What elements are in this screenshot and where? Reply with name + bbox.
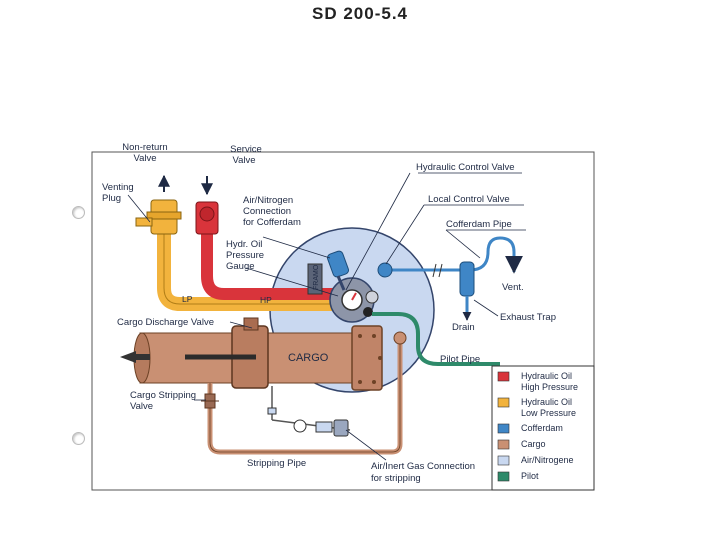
label-venting-1: Venting [102,182,134,193]
legend-swatch [497,371,510,382]
page-title: SD 200-5.4 [312,4,408,23]
label-hp: HP [260,295,272,305]
legend-label: Cargo [521,439,546,449]
label-pilot-pipe: Pilot Pipe [440,354,480,365]
legend-label: Air/Nitrogene [521,455,574,465]
label-local-control-valve: Local Control Valve [428,194,510,205]
local-control-valve-icon [377,262,393,278]
legend-label-2: Low Pressure [521,408,576,418]
pilot-pipe [372,312,500,366]
label-hydr-gauge-1: Hydr. Oil [226,239,262,250]
label-hydr-gauge-3: Gauge [226,261,255,272]
legend-item-hp: Hydraulic Oil High Pressure [497,371,578,392]
label-cargo-stripping-1: Cargo Stripping [130,390,196,401]
framo-label: FRAMO [313,264,320,290]
label-exhaust-trap: Exhaust Trap [500,312,556,323]
label-cargo-discharge-valve: Cargo Discharge Valve [117,317,214,328]
label-cargo-stripping-2: Valve [130,401,153,412]
legend-label: Hydraulic Oil [521,371,572,381]
label-cargo: CARGO [288,352,329,364]
label-air-inert-2: for stripping [371,473,421,484]
legend: Hydraulic Oil High Pressure Hydraulic Oi… [491,365,595,491]
service-valve [195,176,219,235]
label-stripping-pipe: Stripping Pipe [247,458,306,469]
legend-label-2: High Pressure [521,382,578,392]
label-hydraulic-control-valve: Hydraulic Control Valve [416,162,515,173]
vent-pipe [469,236,516,272]
label-vent: Vent. [502,282,524,293]
legend-swatch [497,471,510,482]
diagram-frame [91,151,595,491]
exhaust-trap [459,261,475,321]
hp-pipe [201,212,338,300]
label-service-1: Service [230,144,262,155]
legend-swatch [497,423,510,434]
air-nitrogen-connection-valve [327,250,349,291]
legend-item-lp: Hydraulic Oil Low Pressure [497,397,576,418]
binder-hole-bottom [72,432,85,445]
binder-hole-top [72,206,85,219]
legend-item-cargo: Cargo [497,439,546,450]
label-non-return-2: Valve [133,153,156,164]
air-inert-gas-connection [267,386,351,437]
label-air-nitrogen-2: Connection [243,206,291,217]
cargo-stripping-valve [201,393,219,409]
legend-item-pilot: Pilot [497,471,539,482]
framo-plate [307,263,323,295]
pump-head [329,277,379,323]
legend-label: Cofferdam [521,423,563,433]
label-air-nitrogen-1: Air/Nitrogen [243,195,293,206]
legend-swatch [497,397,510,408]
label-hydr-gauge-2: Pressure [226,250,264,261]
legend-swatch [497,439,510,450]
venting-plug [135,217,153,227]
label-drain: Drain [452,322,475,333]
legend-label: Hydraulic Oil [521,397,572,407]
label-non-return-1: Non-return [122,142,167,153]
legend-label: Pilot [521,471,539,481]
label-air-inert-1: Air/Inert Gas Connection [371,461,475,472]
legend-item-air: Air/Nitrogene [497,455,574,466]
lp-pipe-edge [163,212,338,305]
label-cofferdam-pipe: Cofferdam Pipe [446,219,512,230]
stripping-pipe-inlet [393,331,407,345]
legend-swatch [497,455,510,466]
label-lp: LP [182,294,193,304]
leader-lines [127,172,526,461]
label-venting-2: Plug [102,193,121,204]
non-return-valve [146,174,182,235]
cargo-discharge-valve [231,317,269,389]
label-service-2: Valve [232,155,255,166]
label-air-nitrogen-3: for Cofferdam [243,217,301,228]
legend-item-cofferdam: Cofferdam [497,423,563,434]
